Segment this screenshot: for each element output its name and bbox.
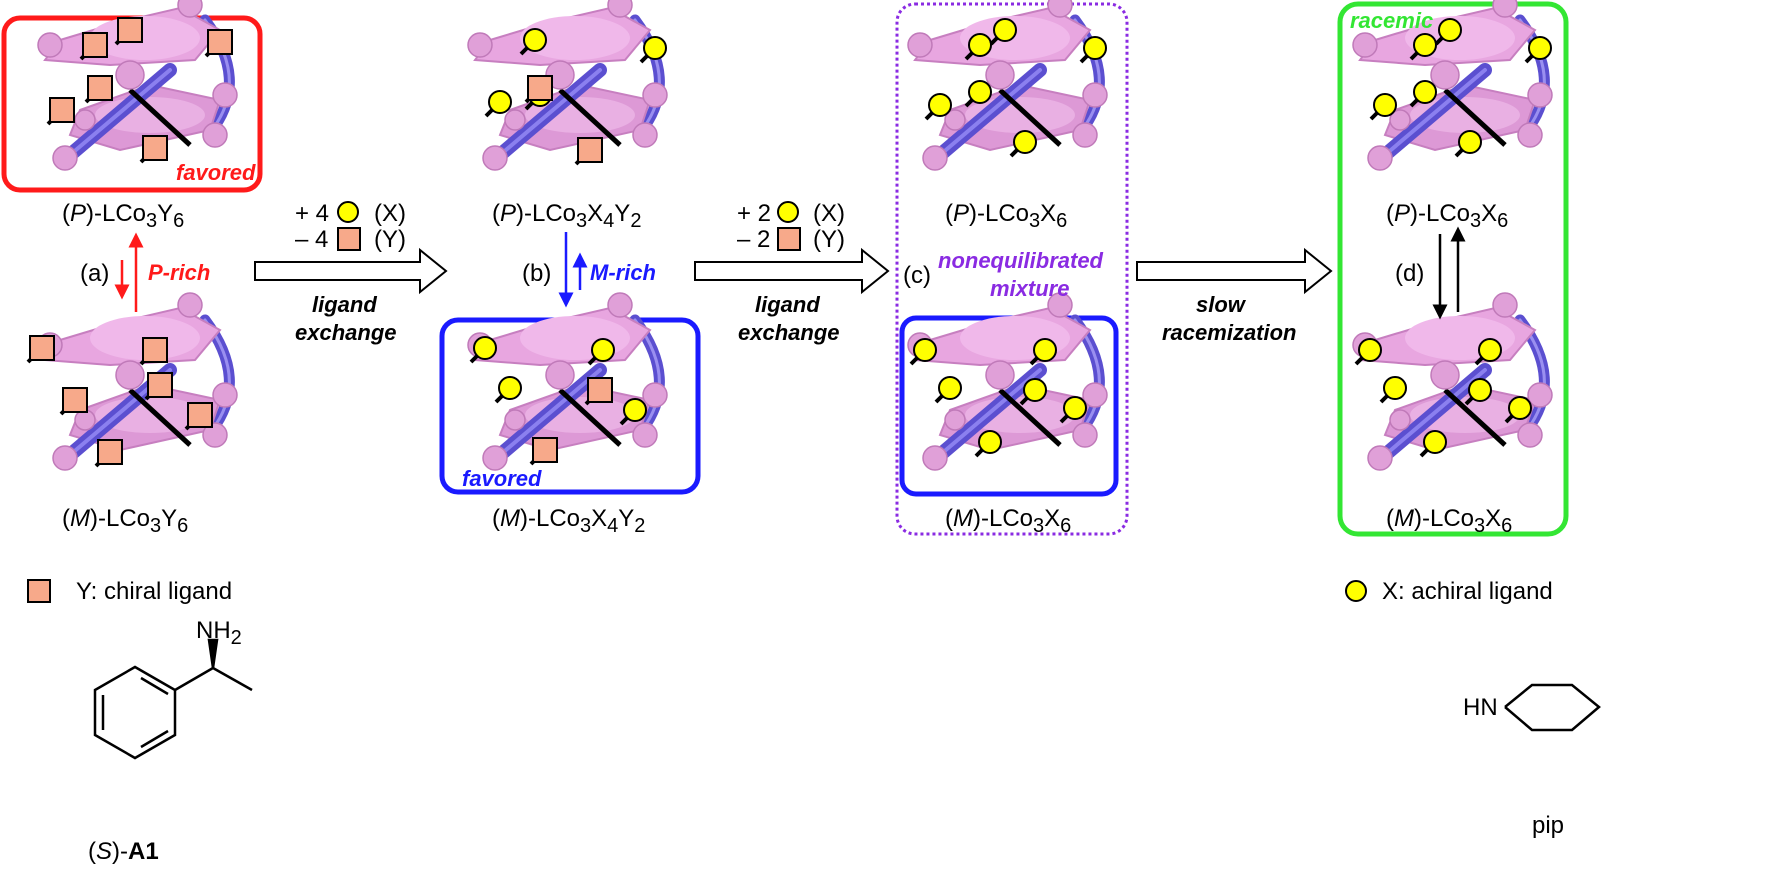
label-P-LCo3X6-c: (P)-LCo3X6: [945, 200, 1068, 232]
label-M-LCo3X6-d: (M)-LCo3X6: [1386, 505, 1513, 537]
ex1-plus: + 4: [295, 200, 330, 227]
cage-P-LCo3X6-c: [908, 0, 1107, 170]
reaction-arrow-2: [694, 247, 890, 295]
mixture-line2: mixture: [990, 276, 1070, 301]
P-rich-label: P-rich: [148, 260, 211, 285]
label-P-LCo3X6-d: (P)-LCo3X6: [1386, 200, 1509, 232]
cage-P-LCo3Y6: [38, 0, 237, 170]
racemic-box-green: [1337, 1, 1569, 537]
ex2-line1: ligand: [755, 292, 820, 317]
stage-tag-b: (b): [522, 260, 552, 287]
label-P-LCo3X4Y2: (P)-LCo3X4Y2: [492, 200, 642, 232]
cage-M-LCo3X6-d: [1353, 293, 1552, 470]
label-P-LCo3Y6: (P)-LCo3Y6: [62, 200, 185, 232]
cage-P-LCo3X4Y2: [468, 0, 667, 170]
mixture-line1: nonequilibrated: [938, 248, 1103, 273]
square-ligand-icon: [337, 227, 361, 251]
structure-name-pip: pip: [1532, 812, 1565, 839]
favored-label-red: favored: [176, 160, 256, 185]
favored-label-blue: favored: [462, 466, 542, 491]
ex1-y: (Y): [374, 226, 406, 253]
label-M-LCo3X6-c: (M)-LCo3X6: [945, 505, 1072, 537]
stage-tag-c: (c): [903, 262, 931, 289]
legend-y-text: Y: chiral ligand: [76, 578, 233, 605]
ex1-line2: exchange: [295, 320, 397, 345]
circle-ligand-icon: [337, 201, 359, 223]
square-ligand-icon: [777, 227, 801, 251]
ex1-line1: ligand: [312, 292, 377, 317]
nh2-label: NH2: [196, 617, 242, 649]
racemic-label: racemic: [1350, 8, 1434, 33]
stage-tag-d: (d): [1395, 260, 1425, 287]
ex1-x: (X): [374, 200, 406, 227]
structure-name-S-A1: (S)-A1: [88, 838, 159, 865]
ex2-x: (X): [813, 200, 845, 227]
rac-line2: racemization: [1162, 320, 1297, 345]
mixture-box-dotted: [895, 2, 1129, 536]
ex2-plus: + 2: [737, 200, 772, 227]
structure-piperidine: [1504, 683, 1601, 732]
circle-ligand-icon: [777, 201, 799, 223]
M-rich-label: M-rich: [590, 260, 656, 285]
ex2-y: (Y): [813, 226, 845, 253]
ex2-minus: – 2: [737, 226, 771, 253]
structure-S-A1: [93, 638, 253, 760]
ex2-line2: exchange: [738, 320, 840, 345]
reaction-arrow-3: [1136, 247, 1333, 295]
stage-tag-a: (a): [80, 260, 110, 287]
cage-M-LCo3Y6: [26, 293, 237, 470]
label-M-LCo3X4Y2: (M)-LCo3X4Y2: [492, 505, 646, 537]
rac-line1: slow: [1196, 292, 1245, 317]
legend-square-icon: [27, 579, 51, 603]
label-M-LCo3Y6: (M)-LCo3Y6: [62, 505, 189, 537]
hn-label: HN: [1463, 694, 1498, 721]
legend-x-text: X: achiral ligand: [1382, 578, 1553, 605]
ex1-minus: – 4: [295, 226, 329, 253]
reaction-arrow-1: [254, 247, 448, 295]
legend-circle-icon: [1345, 580, 1367, 602]
